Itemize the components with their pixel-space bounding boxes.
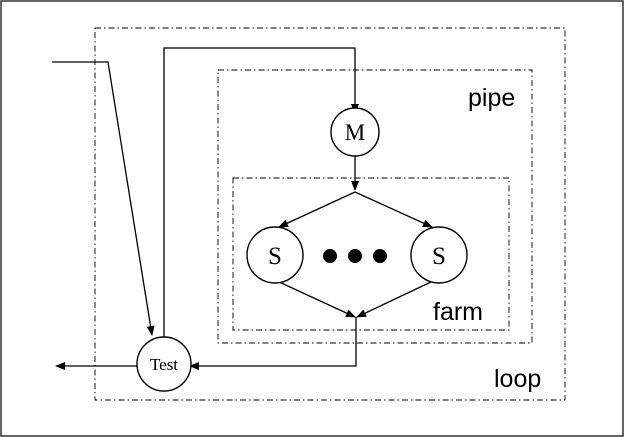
right-worker-label: S	[432, 243, 446, 270]
loop-back-edge	[163, 47, 359, 348]
farm-box	[232, 177, 510, 331]
input-edge	[52, 61, 155, 336]
farm-split-right-edge	[354, 191, 433, 228]
left-worker-node	[246, 226, 304, 284]
ellipsis-dot-1	[323, 249, 337, 263]
test-node	[136, 336, 192, 392]
loop-box	[94, 27, 566, 401]
ellipsis-dot-3	[373, 249, 387, 263]
pipe-box	[217, 69, 533, 344]
right-worker-to-join-edge	[356, 280, 434, 318]
master-label: M	[345, 120, 365, 145]
farm-split-left-edge	[278, 191, 356, 228]
test-label: Test	[150, 355, 178, 374]
ellipsis-dot-2	[348, 249, 362, 263]
join-to-test-edge	[189, 317, 357, 370]
master-node	[330, 107, 380, 157]
left-worker-to-join-edge	[276, 280, 356, 318]
farm-label: farm	[433, 298, 483, 326]
pipe-label: pipe	[468, 84, 515, 112]
right-worker-node	[410, 226, 468, 284]
loop-label: loop	[494, 365, 541, 393]
left-worker-label: S	[268, 243, 282, 270]
